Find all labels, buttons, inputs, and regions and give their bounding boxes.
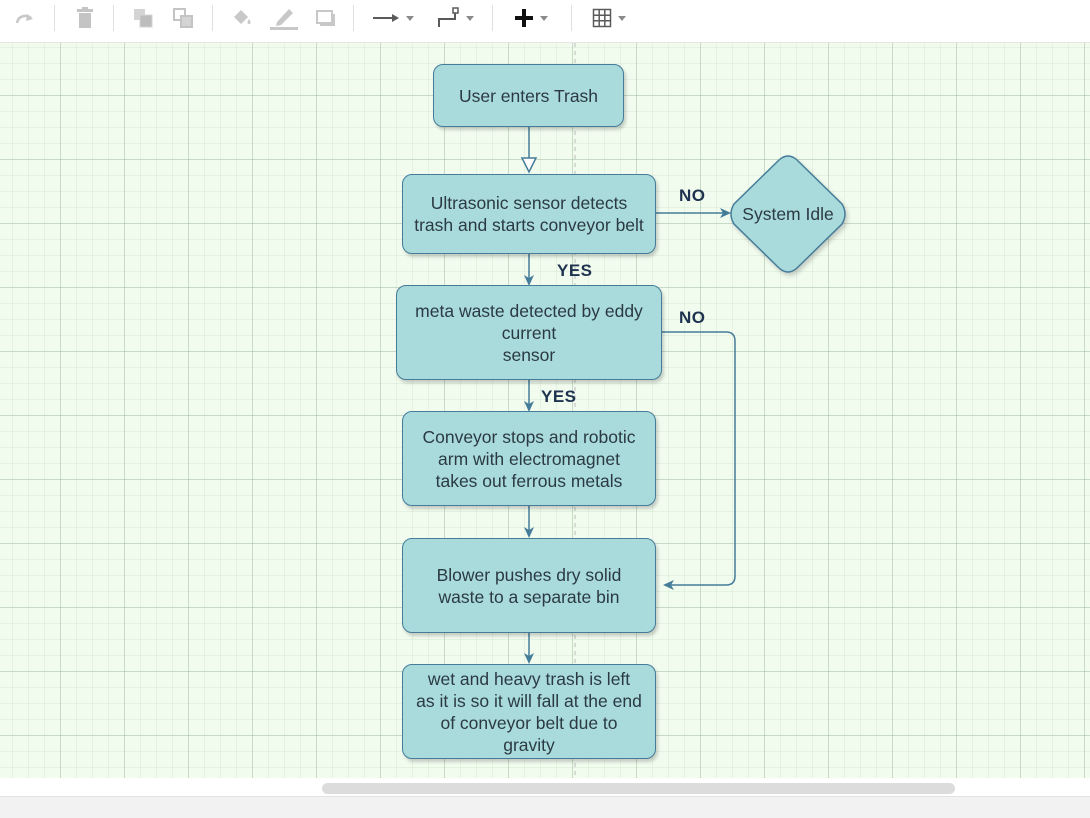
chevron-down-icon	[406, 15, 414, 21]
trash-icon	[77, 7, 93, 28]
diagram-canvas[interactable]: User enters Trash Ultrasonic sensor dete…	[0, 43, 1090, 778]
toolbar-separator	[54, 5, 55, 31]
edge-conveyor-to-blower[interactable]	[524, 506, 534, 538]
node-metal-detection[interactable]: meta waste detected by eddy current sens…	[396, 285, 662, 380]
system-idle-diamond-shape[interactable]	[730, 155, 846, 273]
redo-icon	[15, 14, 33, 24]
footer-bar	[0, 796, 1090, 818]
edge-blower-to-wet[interactable]	[524, 633, 534, 664]
edge-ultrasonic-to-metal[interactable]	[524, 254, 534, 286]
edge-label-no: NO	[679, 308, 706, 327]
to-back-icon	[173, 8, 193, 28]
redo-button[interactable]	[12, 5, 38, 31]
line-color-button[interactable]	[268, 5, 300, 31]
insert-button[interactable]	[508, 5, 554, 31]
chevron-down-icon	[466, 15, 474, 21]
edge-metal-to-blower[interactable]	[662, 331, 736, 590]
to-back-button[interactable]	[170, 5, 196, 31]
toolbar-separator	[571, 5, 572, 31]
to-front-icon	[134, 9, 153, 28]
shadow-button[interactable]	[313, 5, 339, 31]
connection-style-button[interactable]	[370, 5, 416, 31]
edge-ultrasonic-to-idle[interactable]	[656, 208, 731, 218]
toolbar-separator	[353, 5, 354, 31]
table-icon	[592, 8, 612, 28]
node-ultrasonic-sensor[interactable]: Ultrasonic sensor detects trash and star…	[402, 174, 656, 254]
delete-button[interactable]	[72, 5, 98, 31]
table-button[interactable]	[586, 5, 632, 31]
shadow-icon	[316, 10, 335, 26]
toolbar	[0, 0, 1090, 43]
node-conveyor-stops[interactable]: Conveyor stops and robotic arm with elec…	[402, 411, 656, 506]
waypoints-icon	[438, 7, 459, 27]
edge-label-no: NO	[679, 186, 706, 205]
node-wet-heavy-trash[interactable]: wet and heavy trash is left as it is so …	[402, 664, 656, 759]
paint-bucket-icon	[234, 10, 251, 24]
toolbar-separator	[492, 5, 493, 31]
edge-metal-to-conveyor[interactable]	[524, 380, 534, 412]
waypoints-button[interactable]	[432, 5, 478, 31]
node-system-idle-label: System Idle	[742, 203, 834, 224]
arrow-right-icon	[373, 14, 399, 22]
edge-start-to-ultrasonic[interactable]	[520, 127, 538, 174]
plus-icon	[515, 9, 533, 27]
scrollbar-thumb[interactable]	[322, 783, 955, 794]
edge-label-yes: YES	[541, 387, 577, 406]
fill-color-button[interactable]	[228, 5, 256, 31]
toolbar-separator	[212, 5, 213, 31]
chevron-down-icon	[540, 15, 548, 21]
edges-layer	[520, 43, 846, 778]
to-front-button[interactable]	[130, 5, 156, 31]
toolbar-separator	[113, 5, 114, 31]
horizontal-scrollbar[interactable]	[0, 778, 1090, 796]
pencil-icon	[270, 9, 298, 30]
edge-label-yes: YES	[557, 261, 593, 280]
node-blower[interactable]: Blower pushes dry solid waste to a separ…	[402, 538, 656, 633]
chevron-down-icon	[618, 15, 626, 21]
node-user-enters-trash[interactable]: User enters Trash	[433, 64, 624, 127]
